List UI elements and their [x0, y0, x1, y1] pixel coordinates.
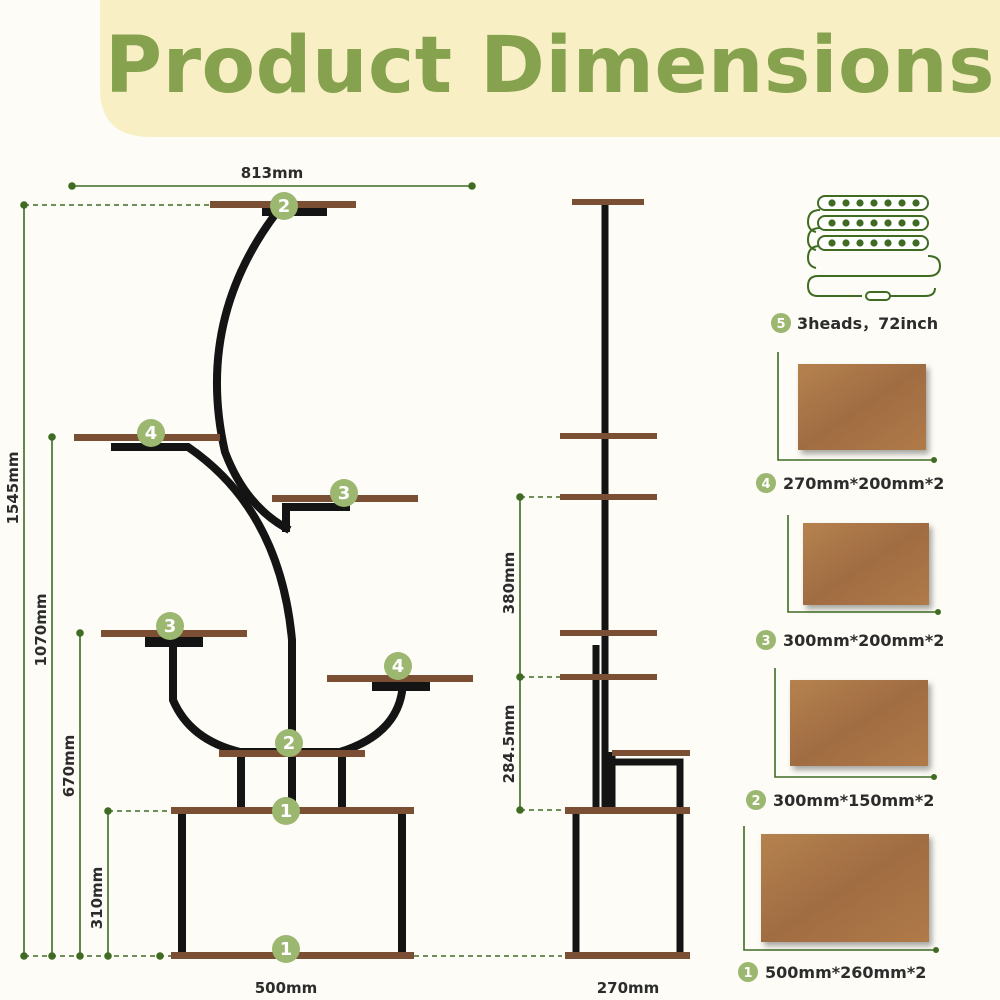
front-view: 2 4 3 3 4 2 1 1 813mm 500mm 1545mm 1070m…	[4, 164, 562, 997]
wood-board-icon	[798, 364, 926, 450]
part-2-badge: 2	[751, 794, 760, 809]
height-tier3-label: 670mm	[60, 735, 78, 798]
svg-text:2: 2	[278, 196, 291, 217]
svg-text:4: 4	[145, 423, 158, 444]
part-3-label: 300mm*200mm*2	[783, 631, 944, 650]
part-5-grow-light: 5 3heads，72inch	[771, 195, 942, 333]
side-view: 270mm 380mm 284.5mm	[500, 199, 690, 997]
wood-board-icon	[761, 834, 929, 942]
part-4-board: 4 270mm*200mm*2	[756, 352, 944, 493]
side-dimension-lines	[516, 493, 570, 814]
side-shelves	[560, 199, 690, 959]
part-5-badge: 5	[776, 317, 785, 332]
height-tier1-label: 310mm	[88, 867, 106, 930]
badge-part-3-left: 3	[156, 612, 184, 640]
wood-board-icon	[790, 680, 928, 766]
part-1-label: 500mm*260mm*2	[765, 963, 926, 982]
part-4-label: 270mm*200mm*2	[783, 474, 944, 493]
page-title: Product Dimensions	[104, 21, 996, 111]
svg-text:1: 1	[280, 801, 293, 822]
badge-part-1-base: 1	[272, 935, 300, 963]
svg-text:3: 3	[164, 616, 177, 637]
led-grow-light-icon	[806, 195, 942, 301]
front-dimension-lines	[20, 182, 562, 960]
part-3-badge: 3	[761, 634, 770, 649]
front-frame	[111, 206, 406, 957]
part-2-board: 2 300mm*150mm*2	[746, 668, 937, 810]
badge-part-4-left: 4	[137, 419, 165, 447]
spacing-lower-label: 284.5mm	[500, 705, 518, 784]
part-1-badge: 1	[743, 966, 752, 981]
part-1-board: 1 500mm*260mm*2	[738, 826, 939, 982]
part-4-badge: 4	[761, 477, 770, 492]
part-5-label: 3heads，72inch	[797, 314, 938, 333]
wood-board-icon	[803, 523, 929, 605]
front-shelves	[74, 201, 473, 959]
svg-text:4: 4	[392, 656, 405, 677]
width-top-label: 813mm	[241, 164, 304, 182]
svg-text:3: 3	[338, 483, 351, 504]
svg-text:1: 1	[280, 939, 293, 960]
badge-part-3-right: 3	[330, 479, 358, 507]
svg-text:2: 2	[283, 733, 296, 754]
parts-list: 5 3heads，72inch 4 270mm*200mm*2 3 300mm*…	[738, 195, 944, 982]
badge-part-2-top: 2	[270, 192, 298, 220]
part-2-label: 300mm*150mm*2	[773, 791, 934, 810]
badge-part-1-upper: 1	[272, 797, 300, 825]
spacing-upper-label: 380mm	[500, 552, 518, 615]
front-part-badges: 2 4 3 3 4 2 1 1	[137, 192, 412, 963]
title-banner	[100, 0, 1000, 137]
width-bottom-label: 500mm	[255, 979, 318, 997]
part-3-board: 3 300mm*200mm*2	[756, 515, 944, 650]
badge-part-2-middle: 2	[275, 729, 303, 757]
height-total-label: 1545mm	[4, 451, 22, 524]
badge-part-4-right: 4	[384, 652, 412, 680]
height-tier4-label: 1070mm	[32, 593, 50, 666]
side-frame	[572, 205, 684, 953]
depth-label: 270mm	[597, 979, 660, 997]
